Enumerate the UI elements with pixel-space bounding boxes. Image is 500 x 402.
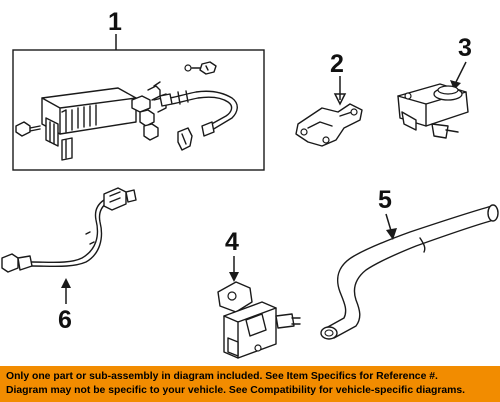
hose-icon xyxy=(320,204,499,340)
hose-assembly-icon xyxy=(159,90,238,137)
leader-arrow-6 xyxy=(61,278,71,288)
callout-4: 4 xyxy=(225,228,239,256)
leader-line-3 xyxy=(455,61,467,83)
part-1-canister-assembly: 1 xyxy=(12,8,265,171)
assembly-frame xyxy=(12,49,265,171)
leader-arrow-5 xyxy=(386,228,397,240)
screw-icon xyxy=(184,61,217,75)
switching-valve-icon xyxy=(217,281,301,359)
clip-icon xyxy=(177,127,193,151)
leader-arrow-4 xyxy=(229,272,239,282)
disclaimer-line-2: Diagram may not be specific to your vehi… xyxy=(6,385,466,396)
part-4-switching-valve: 4 xyxy=(217,228,301,359)
part-5-hose: 5 xyxy=(320,186,499,340)
oxygen-sensor-icon xyxy=(1,187,137,273)
leader-arrow-2 xyxy=(333,93,347,106)
part-3-purge-valve: 3 xyxy=(397,34,472,139)
charcoal-canister-icon xyxy=(41,81,167,161)
parts-diagram: 1 xyxy=(1,8,499,359)
leader-arrow-3 xyxy=(450,80,461,90)
part-6-oxygen-sensor: 6 xyxy=(1,187,137,334)
callout-6: 6 xyxy=(58,306,72,334)
callout-2: 2 xyxy=(330,50,344,78)
purge-valve-icon xyxy=(397,83,469,139)
part-2-bracket: 2 xyxy=(295,50,363,147)
disclaimer-banner: Only one part or sub-assembly in diagram… xyxy=(0,366,500,402)
disclaimer-line-1: Only one part or sub-assembly in diagram… xyxy=(6,371,438,382)
callout-1: 1 xyxy=(108,8,122,36)
bracket-icon xyxy=(295,103,363,147)
callout-5: 5 xyxy=(378,186,392,214)
callout-3: 3 xyxy=(458,34,472,62)
bolt-icon xyxy=(15,121,41,137)
